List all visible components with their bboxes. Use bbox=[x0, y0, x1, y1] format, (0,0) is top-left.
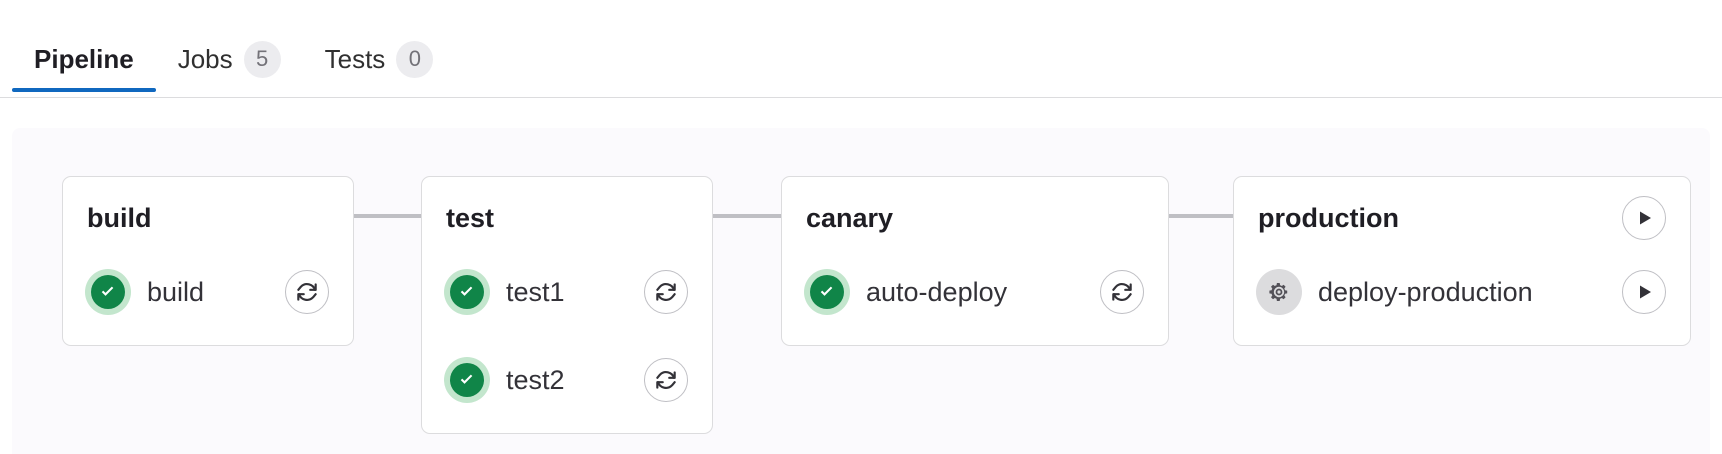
retry-icon[interactable] bbox=[285, 270, 329, 314]
stage-header-test: test bbox=[422, 199, 712, 237]
stage-card-build[interactable]: build build bbox=[62, 176, 354, 346]
stage-title-build: build bbox=[87, 202, 152, 233]
stage-header-build: build bbox=[63, 199, 353, 237]
stage-header-canary: canary bbox=[782, 199, 1168, 237]
status-success-icon bbox=[444, 269, 490, 315]
play-icon[interactable] bbox=[1622, 270, 1666, 314]
tab-tests-label: Tests bbox=[324, 44, 386, 74]
play-icon[interactable] bbox=[1622, 196, 1666, 240]
retry-icon[interactable] bbox=[644, 358, 688, 402]
status-success-icon bbox=[804, 269, 850, 315]
job-row-test2[interactable]: test2 bbox=[422, 351, 712, 409]
stage-card-canary[interactable]: canary auto-deploy bbox=[781, 176, 1169, 346]
status-manual-gear-icon bbox=[1256, 269, 1302, 315]
tab-jobs[interactable]: Jobs 5 bbox=[156, 0, 303, 92]
job-row-deploy-production[interactable]: deploy-production bbox=[1234, 263, 1690, 321]
status-success-icon bbox=[444, 357, 490, 403]
job-row-test1[interactable]: test1 bbox=[422, 263, 712, 321]
job-name-deploy-production: deploy-production bbox=[1318, 276, 1533, 307]
stage-header-production: production bbox=[1234, 196, 1690, 240]
job-list-test: test1 bbox=[422, 263, 712, 409]
pipeline-tab-bar: Pipeline Jobs 5 Tests 0 bbox=[0, 0, 1722, 98]
job-name-test2: test2 bbox=[506, 364, 565, 395]
job-list-build: build bbox=[63, 263, 353, 321]
stage-card-production[interactable]: production bbox=[1233, 176, 1691, 346]
tab-jobs-count-badge: 5 bbox=[243, 40, 281, 78]
job-row-build[interactable]: build bbox=[63, 263, 353, 321]
retry-icon[interactable] bbox=[644, 270, 688, 314]
pipeline-graph-section: build build bbox=[0, 98, 1722, 454]
tab-jobs-underline bbox=[156, 88, 303, 92]
stage-title-canary: canary bbox=[806, 202, 894, 233]
tab-tests-count-badge: 0 bbox=[396, 40, 434, 78]
retry-icon[interactable] bbox=[1100, 270, 1144, 314]
job-list-production: deploy-production bbox=[1234, 263, 1690, 321]
tab-jobs-label: Jobs bbox=[177, 44, 233, 74]
job-row-auto-deploy[interactable]: auto-deploy bbox=[782, 263, 1168, 321]
tab-tests-underline bbox=[303, 88, 456, 92]
job-name-build: build bbox=[147, 276, 205, 307]
tab-pipeline[interactable]: Pipeline bbox=[12, 0, 156, 92]
stage-title-test: test bbox=[446, 202, 495, 233]
tab-pipeline-label: Pipeline bbox=[34, 44, 134, 74]
job-name-auto-deploy: auto-deploy bbox=[866, 276, 1008, 307]
tab-tests[interactable]: Tests 0 bbox=[303, 0, 456, 92]
connector-test-canary bbox=[701, 214, 781, 218]
tab-pipeline-active-underline bbox=[12, 88, 156, 92]
status-success-icon bbox=[85, 269, 131, 315]
connector-canary-production bbox=[1153, 214, 1233, 218]
stage-card-test[interactable]: test test1 bbox=[421, 176, 713, 434]
pipeline-graph-canvas: build build bbox=[12, 128, 1710, 454]
job-name-test1: test1 bbox=[506, 276, 565, 307]
stage-title-production: production bbox=[1258, 202, 1399, 233]
job-list-canary: auto-deploy bbox=[782, 263, 1168, 321]
connector-build-test bbox=[343, 214, 421, 218]
